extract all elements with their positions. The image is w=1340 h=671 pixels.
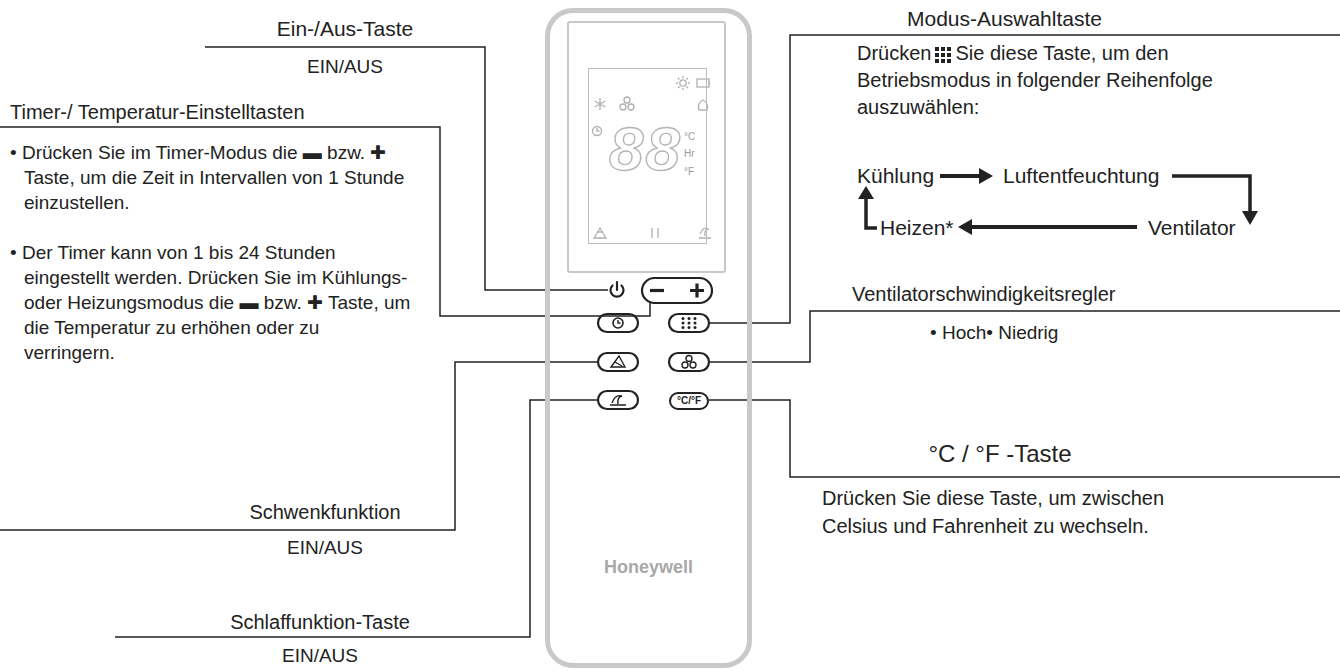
pause-icon xyxy=(652,228,658,238)
state-note: EIN/AUS xyxy=(205,56,485,79)
cycle-arrow xyxy=(958,219,1137,235)
lcd-icons xyxy=(593,76,712,238)
leader-line xyxy=(709,35,1340,323)
leader-line xyxy=(0,362,598,530)
leader-line xyxy=(709,400,1340,477)
swing-icon xyxy=(594,228,606,238)
display-frame xyxy=(568,22,725,272)
unit-mark: °F xyxy=(684,166,694,177)
unit-button: °C/°F xyxy=(669,392,709,410)
mode-step: Kühlung xyxy=(857,163,934,188)
button-label: °C/°F xyxy=(671,394,707,408)
button-name: Ein-/Aus-Taste xyxy=(205,16,485,41)
fan-icon xyxy=(620,97,634,110)
sleep-button xyxy=(598,391,638,409)
lcd-display: 88°C Hr °F xyxy=(588,68,707,244)
snowflake-icon xyxy=(595,98,605,110)
plus-minus-button xyxy=(642,278,712,303)
cycle-arrow xyxy=(940,168,993,184)
power-button xyxy=(610,282,623,297)
description-text: Drücken Sie diese Taste, um zwischen Cel… xyxy=(822,484,1232,540)
fan-button xyxy=(669,353,709,371)
remote-buttons xyxy=(598,278,712,409)
option-note: • Hoch• Niedrig xyxy=(930,322,1058,345)
button-name: °C / °F -Taste xyxy=(822,440,1178,469)
description-text: Drücken xyxy=(857,42,931,64)
unit-mark: °C xyxy=(684,131,695,142)
mode-step: Ventilator xyxy=(1148,215,1236,240)
leader-lines xyxy=(0,35,1340,637)
cycle-arrow xyxy=(858,186,877,228)
button-name: Schwenkfunktion xyxy=(195,500,455,524)
clock-icon xyxy=(593,127,602,136)
sun-icon xyxy=(676,76,690,90)
bullet-note: • Der Timer kann von 1 bis 24 Stunden ei… xyxy=(10,240,415,365)
mode-description: DrückenSie diese Taste, um den Betriebsm… xyxy=(857,40,1297,121)
button-name: Modus-Auswahltaste xyxy=(907,6,1102,31)
leader-line xyxy=(709,311,1340,362)
mode-step: Heizen* xyxy=(880,215,954,240)
unit-mark: Hr xyxy=(684,148,695,159)
brand-name: Honeywell xyxy=(550,557,747,578)
state-note: EIN/AUS xyxy=(180,645,460,668)
state-note: EIN/AUS xyxy=(195,537,455,560)
bullet-note: • Drücken Sie im Timer-Modus die ▬ bzw. … xyxy=(10,140,415,215)
segment-digits: 88 xyxy=(609,113,682,184)
display-outline xyxy=(568,22,725,272)
button-name: Timer-/ Temperatur-Einstelltasten xyxy=(10,100,305,124)
mode-button xyxy=(669,314,709,332)
sleep-icon xyxy=(699,228,711,238)
mode-step: Luftentfeuchtung xyxy=(1003,163,1159,188)
remote-body: Honeywell 88°C Hr °F °C/°F xyxy=(545,8,752,668)
battery-icon xyxy=(697,79,709,87)
leader-line xyxy=(115,400,598,637)
mode-dots-icon xyxy=(935,47,951,63)
button-name: Ventilatorschwindigkeitsregler xyxy=(852,282,1115,306)
button-name: Schlaffunktion-Taste xyxy=(180,610,460,634)
swing-button xyxy=(598,353,638,371)
